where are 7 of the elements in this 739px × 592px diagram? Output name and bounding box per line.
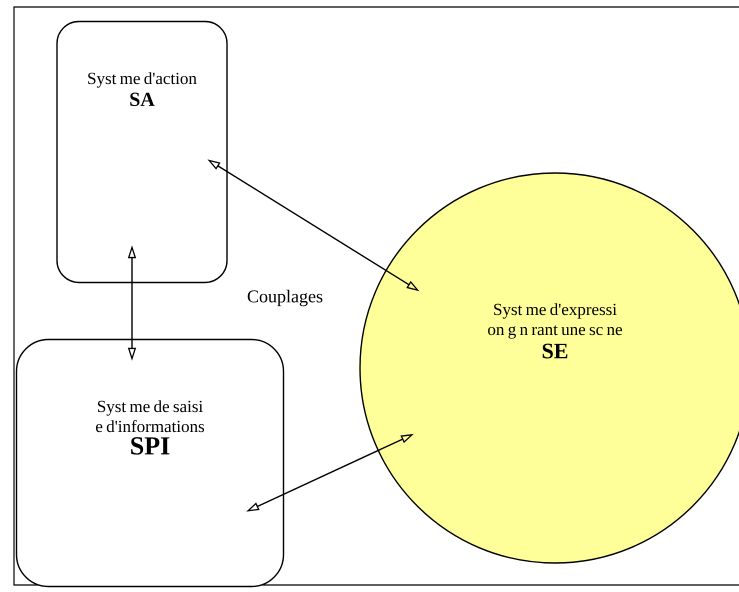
system-circle-label: Syst me d'expressi on g n rant une sc ne SE [488,303,622,358]
system-box [56,20,228,284]
system-box-label: Syst me d'action SA [88,72,197,106]
system-box [16,338,284,588]
system-box-label: Syst me de saisi e d'informations SPI [96,400,204,455]
caption-text: Couplages [248,290,322,306]
system-circle [359,172,739,564]
